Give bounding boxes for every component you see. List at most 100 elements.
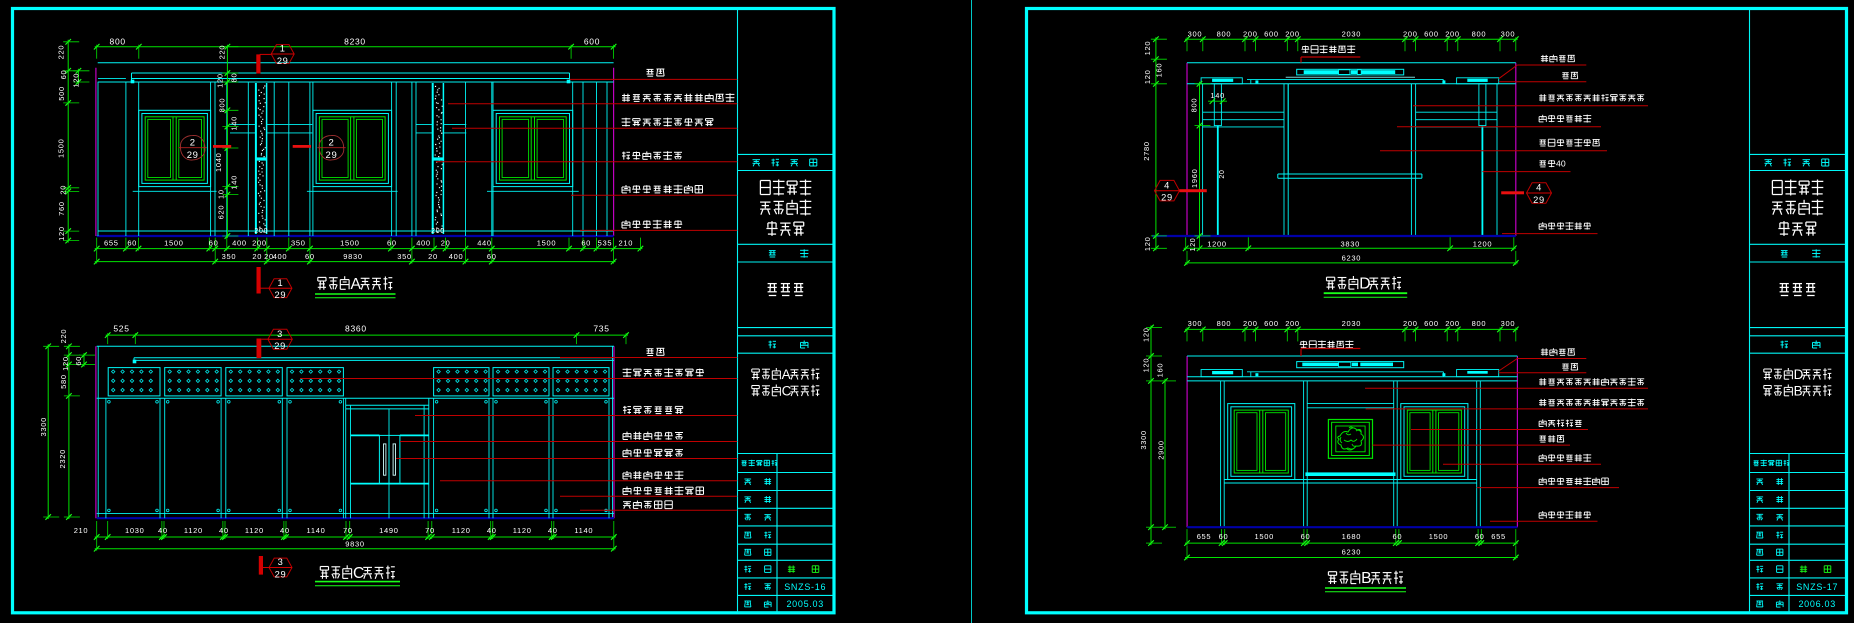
svg-text:160: 160 (1155, 63, 1164, 78)
svg-text:29: 29 (275, 290, 287, 300)
svg-text:3: 3 (277, 329, 283, 339)
svg-text:6230: 6230 (1342, 253, 1362, 262)
svg-text:800: 800 (1472, 29, 1487, 38)
svg-text:655: 655 (1491, 532, 1506, 541)
svg-text:655: 655 (104, 239, 119, 248)
svg-text:D: D (1794, 367, 1804, 382)
svg-text:60: 60 (1475, 532, 1485, 541)
svg-text:29: 29 (326, 150, 338, 161)
svg-text:1: 1 (280, 44, 286, 54)
svg-text:SNZS-16: SNZS-16 (784, 582, 826, 592)
svg-text:120: 120 (216, 73, 225, 88)
svg-text:A: A (351, 276, 362, 293)
svg-text:800: 800 (1190, 98, 1199, 113)
svg-text:1500: 1500 (340, 239, 360, 248)
svg-text:3300: 3300 (1139, 430, 1148, 450)
svg-text:350: 350 (397, 252, 412, 261)
svg-text:580: 580 (59, 374, 68, 389)
svg-text:1200: 1200 (1207, 240, 1227, 249)
svg-text:200: 200 (1243, 29, 1258, 38)
svg-text:20: 20 (252, 252, 262, 261)
svg-text:800: 800 (1472, 319, 1487, 328)
svg-text:2780: 2780 (1142, 141, 1151, 161)
svg-text:600: 600 (584, 36, 600, 46)
svg-text:1140: 1140 (307, 526, 326, 535)
svg-text:800: 800 (1217, 29, 1232, 38)
svg-text:210: 210 (618, 239, 633, 248)
svg-text:9830: 9830 (345, 540, 365, 549)
svg-text:70: 70 (425, 526, 435, 535)
svg-text:3300: 3300 (39, 417, 48, 437)
svg-text:400: 400 (416, 239, 431, 248)
svg-text:440: 440 (477, 239, 492, 248)
svg-text:0: 0 (1561, 159, 1566, 169)
svg-text:600: 600 (1424, 319, 1439, 328)
svg-text:525: 525 (113, 324, 129, 334)
svg-text:1120: 1120 (245, 526, 264, 535)
svg-text:200: 200 (254, 228, 268, 235)
svg-text:2030: 2030 (1342, 29, 1362, 38)
svg-text:A: A (782, 367, 791, 382)
svg-text:60: 60 (127, 239, 137, 248)
svg-text:C: C (782, 383, 792, 398)
svg-text:2320: 2320 (58, 449, 67, 469)
svg-text:350: 350 (291, 239, 306, 248)
svg-text:120: 120 (1143, 236, 1152, 251)
svg-text:200: 200 (1445, 29, 1460, 38)
svg-text:600: 600 (1264, 29, 1279, 38)
svg-text:2: 2 (329, 137, 335, 148)
svg-text:200: 200 (1285, 319, 1300, 328)
svg-text:120: 120 (1143, 69, 1152, 84)
svg-text:20: 20 (441, 239, 451, 248)
svg-text:160: 160 (1156, 363, 1165, 378)
svg-text:60: 60 (1301, 532, 1311, 541)
svg-text:300: 300 (1188, 29, 1203, 38)
svg-text:60: 60 (74, 356, 83, 366)
svg-text:350: 350 (222, 252, 237, 261)
svg-text:1500: 1500 (1255, 532, 1275, 541)
svg-text:D: D (1359, 276, 1370, 293)
svg-text:400: 400 (273, 252, 288, 261)
svg-text:60: 60 (487, 252, 497, 261)
svg-text:735: 735 (593, 324, 609, 334)
svg-text:1: 1 (277, 278, 283, 288)
svg-text:120: 120 (57, 226, 66, 241)
svg-text:2900: 2900 (1157, 440, 1166, 460)
svg-text:4: 4 (1164, 180, 1170, 190)
svg-text:120: 120 (1143, 41, 1152, 56)
svg-text:140: 140 (229, 175, 238, 190)
svg-text:300: 300 (1501, 319, 1516, 328)
svg-text:40: 40 (487, 526, 497, 535)
svg-text:200: 200 (1403, 319, 1418, 328)
svg-text:1030: 1030 (125, 526, 145, 535)
svg-text:SNZS-17: SNZS-17 (1796, 582, 1838, 592)
svg-text:6230: 6230 (1342, 548, 1362, 557)
svg-text:4: 4 (1556, 159, 1561, 169)
svg-text:655: 655 (1197, 532, 1212, 541)
svg-text:200: 200 (1445, 319, 1460, 328)
svg-text:120: 120 (1190, 238, 1197, 252)
svg-text:20: 20 (1219, 169, 1226, 178)
svg-text:1040: 1040 (214, 152, 223, 172)
svg-text:20: 20 (428, 252, 438, 261)
svg-text:200: 200 (431, 228, 445, 235)
svg-text:600: 600 (1424, 29, 1439, 38)
svg-text:60: 60 (1219, 532, 1229, 541)
svg-text:29: 29 (277, 56, 289, 66)
svg-text:400: 400 (449, 252, 464, 261)
svg-text:200: 200 (1403, 29, 1418, 38)
svg-text:1140: 1140 (574, 526, 593, 535)
svg-text:29: 29 (274, 341, 286, 351)
svg-text:120: 120 (1142, 358, 1151, 373)
svg-text:300: 300 (1188, 319, 1203, 328)
svg-text:70: 70 (343, 526, 353, 535)
svg-text:40: 40 (280, 526, 290, 535)
svg-text:1200: 1200 (1473, 240, 1493, 249)
svg-text:1500: 1500 (164, 239, 184, 248)
svg-text:600: 600 (1264, 319, 1279, 328)
svg-text:220: 220 (56, 45, 65, 60)
svg-text:2: 2 (190, 137, 196, 148)
svg-text:620: 620 (217, 205, 226, 220)
svg-text:8360: 8360 (345, 324, 367, 334)
svg-text:220: 220 (218, 45, 227, 60)
